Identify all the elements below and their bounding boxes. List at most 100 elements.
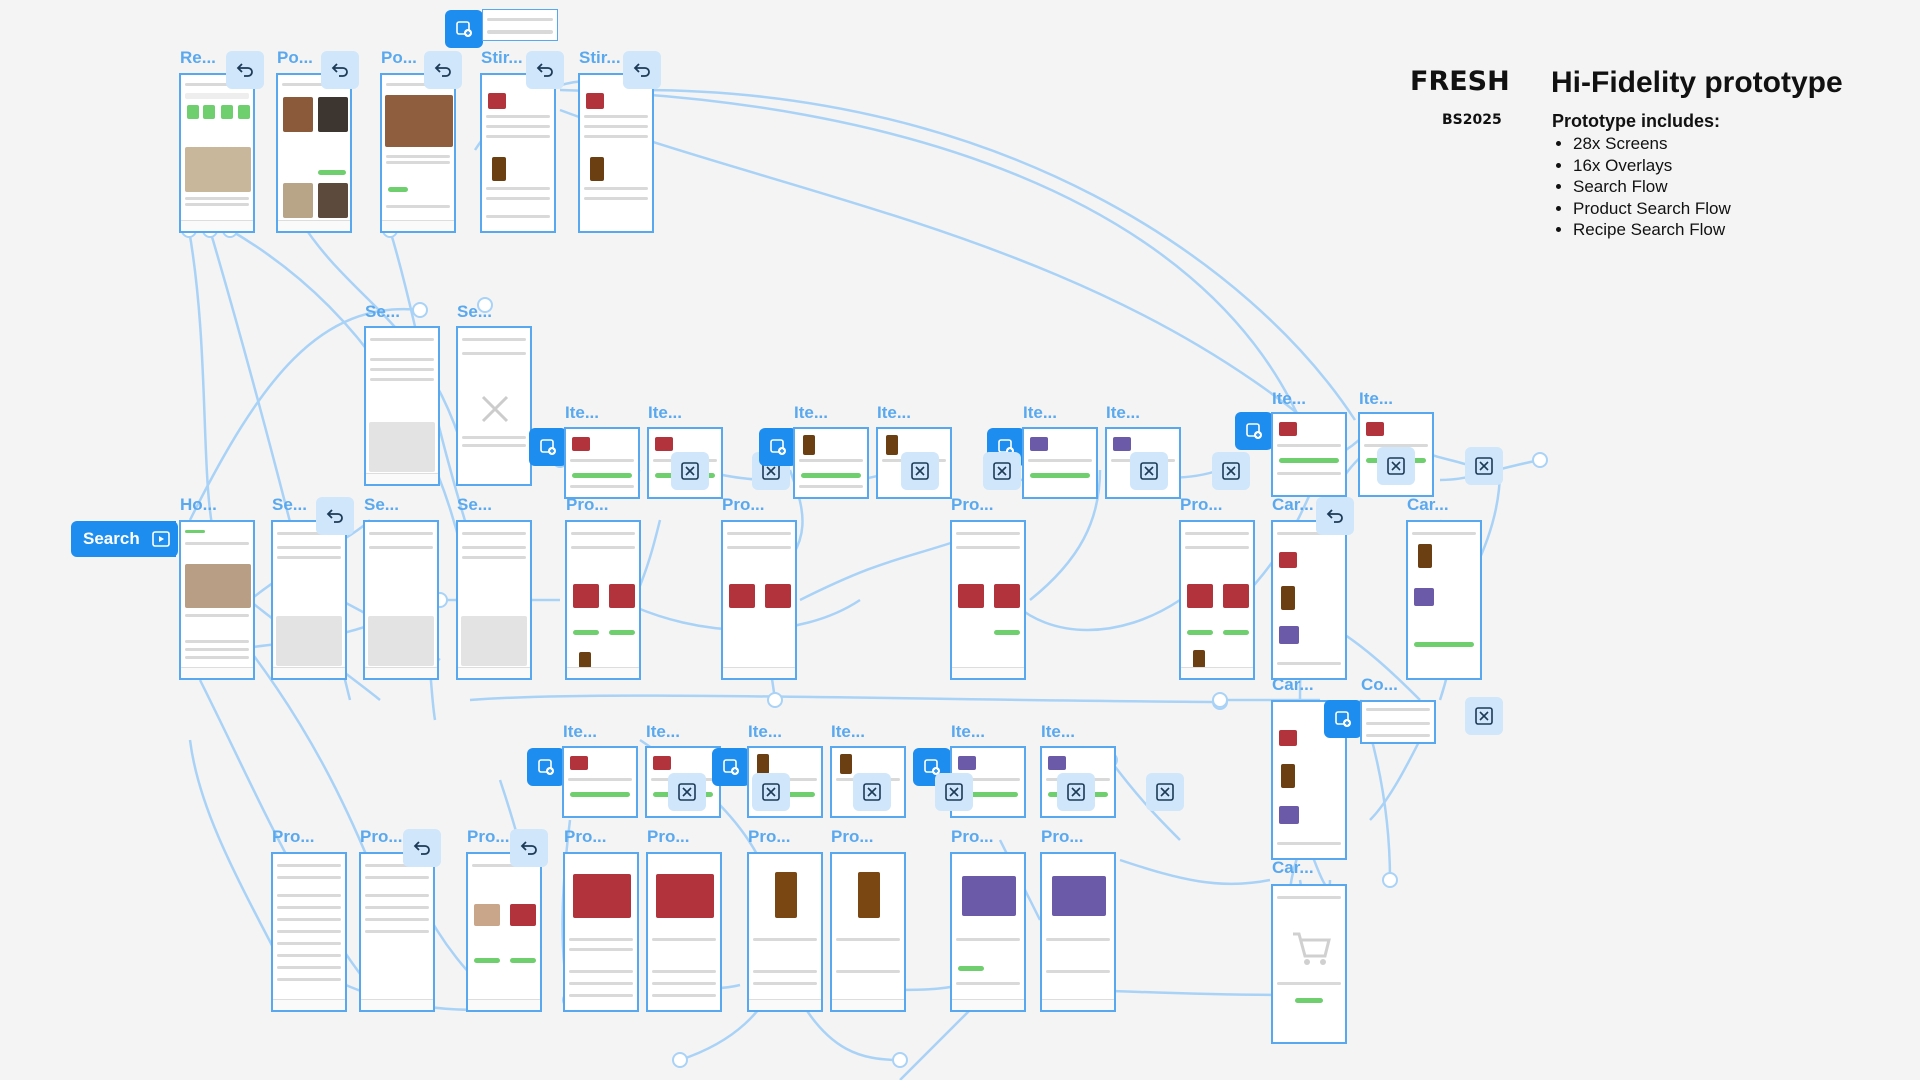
includes-item: Search Flow	[1573, 176, 1731, 198]
close-overlay-button[interactable]	[935, 773, 973, 811]
close-overlay-button[interactable]	[1212, 452, 1250, 490]
close-overlay-button[interactable]	[1465, 697, 1503, 735]
frame-label-item-1: Ite...	[565, 403, 600, 422]
frame-label-search-1: Se...	[272, 495, 307, 514]
overlay-item-b1[interactable]	[562, 746, 638, 818]
screen-search-2[interactable]	[363, 520, 439, 680]
screen-product-results-1[interactable]	[565, 520, 641, 680]
back-button[interactable]	[510, 829, 548, 867]
frame-label-pro-3: Pro...	[951, 495, 994, 514]
screen-stir-fry-cart[interactable]	[578, 73, 654, 233]
back-button[interactable]	[424, 51, 462, 89]
overlay-confirm[interactable]	[1360, 700, 1436, 744]
screen-recipes[interactable]	[179, 73, 255, 233]
undo-arrow-icon	[326, 509, 343, 523]
close-x-icon	[911, 462, 929, 480]
play-flow-icon	[152, 531, 170, 547]
screen-search-3[interactable]	[456, 520, 532, 680]
undo-arrow-icon	[413, 841, 430, 855]
back-button[interactable]	[526, 51, 564, 89]
frame-label-item-4: Ite...	[877, 403, 912, 422]
close-overlay-button[interactable]	[901, 452, 939, 490]
screen-recipe-detail[interactable]	[380, 73, 456, 233]
open-overlay-button[interactable]	[1235, 412, 1273, 450]
close-overlay-button[interactable]	[1377, 447, 1415, 485]
open-overlay-button[interactable]	[1324, 700, 1362, 738]
screen-stir-fry-ingredients[interactable]	[480, 73, 556, 233]
close-overlay-button[interactable]	[668, 773, 706, 811]
open-overlay-button[interactable]	[529, 428, 567, 466]
back-button[interactable]	[623, 51, 661, 89]
screen-search-typing[interactable]	[364, 326, 440, 486]
frame-label-item-3: Ite...	[794, 403, 829, 422]
screen-search-1[interactable]	[271, 520, 347, 680]
frame-label-item-b3: Ite...	[748, 722, 783, 741]
open-overlay-icon	[540, 439, 556, 455]
back-button[interactable]	[316, 497, 354, 535]
screen-cart-2[interactable]	[1406, 520, 1482, 680]
frame-label-pro-b2: Pro...	[360, 827, 403, 846]
close-overlay-button[interactable]	[671, 452, 709, 490]
close-overlay-button[interactable]	[1057, 773, 1095, 811]
back-button[interactable]	[403, 829, 441, 867]
undo-arrow-icon	[331, 63, 348, 77]
screen-home[interactable]	[179, 520, 255, 680]
brand-code: BS2025	[1442, 112, 1502, 128]
close-overlay-button[interactable]	[752, 773, 790, 811]
screen-cart-empty[interactable]	[1271, 884, 1347, 1044]
open-overlay-button[interactable]	[527, 748, 565, 786]
open-overlay-button[interactable]	[759, 428, 797, 466]
overlay-item-3[interactable]	[793, 427, 869, 499]
empty-cart-icon	[1293, 932, 1331, 965]
overlay-item-5[interactable]	[1022, 427, 1098, 499]
screen-product-veg-1[interactable]	[950, 852, 1026, 1012]
open-overlay-icon	[538, 759, 554, 775]
overlay-item-1[interactable]	[564, 427, 640, 499]
close-x-icon	[1475, 457, 1493, 475]
close-overlay-button[interactable]	[1130, 452, 1168, 490]
frame-label-cart-2: Car...	[1407, 495, 1449, 514]
close-overlay-button[interactable]	[1146, 773, 1184, 811]
overlay-item-b5[interactable]	[950, 746, 1026, 818]
frame-label-item-b4: Ite...	[831, 722, 866, 741]
frame-label-pro-b4: Pro...	[564, 827, 607, 846]
open-overlay-icon	[1246, 423, 1262, 439]
overlay-preview[interactable]	[482, 9, 558, 41]
frame-label-pro-2: Pro...	[722, 495, 765, 514]
frame-label-item-b6: Ite...	[1041, 722, 1076, 741]
screen-product-results-3[interactable]	[950, 520, 1026, 680]
screen-product-beef-2[interactable]	[646, 852, 722, 1012]
close-overlay-button[interactable]	[853, 773, 891, 811]
close-overlay-button[interactable]	[983, 452, 1021, 490]
screen-product-results-4[interactable]	[1179, 520, 1255, 680]
screen-product-sauce-1[interactable]	[747, 852, 823, 1012]
frame-label-cart-1: Car...	[1272, 495, 1314, 514]
overlay-item-8[interactable]	[1358, 412, 1434, 497]
frame-label-stir-2: Stir...	[579, 48, 621, 67]
screen-product-sauce-2[interactable]	[830, 852, 906, 1012]
screen-product-veg-2[interactable]	[1040, 852, 1116, 1012]
frame-label-item-8: Ite...	[1359, 389, 1394, 408]
frame-label-pro-b6: Pro...	[748, 827, 791, 846]
back-button[interactable]	[321, 51, 359, 89]
open-overlay-icon	[770, 439, 786, 455]
screen-products-all[interactable]	[359, 852, 435, 1012]
frame-label-pro-b9: Pro...	[1041, 827, 1084, 846]
screen-no-results[interactable]	[456, 326, 532, 486]
includes-item: 16x Overlays	[1573, 155, 1731, 177]
screen-product-beef-1[interactable]	[563, 852, 639, 1012]
screen-cart-1[interactable]	[1271, 520, 1347, 680]
screen-products-categories[interactable]	[271, 852, 347, 1012]
open-overlay-button[interactable]	[712, 748, 750, 786]
brand-name: FRESH	[1410, 66, 1510, 97]
open-overlay-button[interactable]	[445, 10, 483, 48]
overlay-item-7[interactable]	[1271, 412, 1347, 497]
screen-products-meat[interactable]	[466, 852, 542, 1012]
frame-label-item-b1: Ite...	[563, 722, 598, 741]
screen-product-results-2[interactable]	[721, 520, 797, 680]
back-button[interactable]	[226, 51, 264, 89]
flow-start-icon-wrap[interactable]	[144, 521, 178, 557]
close-overlay-button[interactable]	[1465, 447, 1503, 485]
screen-popular-recipes[interactable]	[276, 73, 352, 233]
back-button[interactable]	[1316, 497, 1354, 535]
